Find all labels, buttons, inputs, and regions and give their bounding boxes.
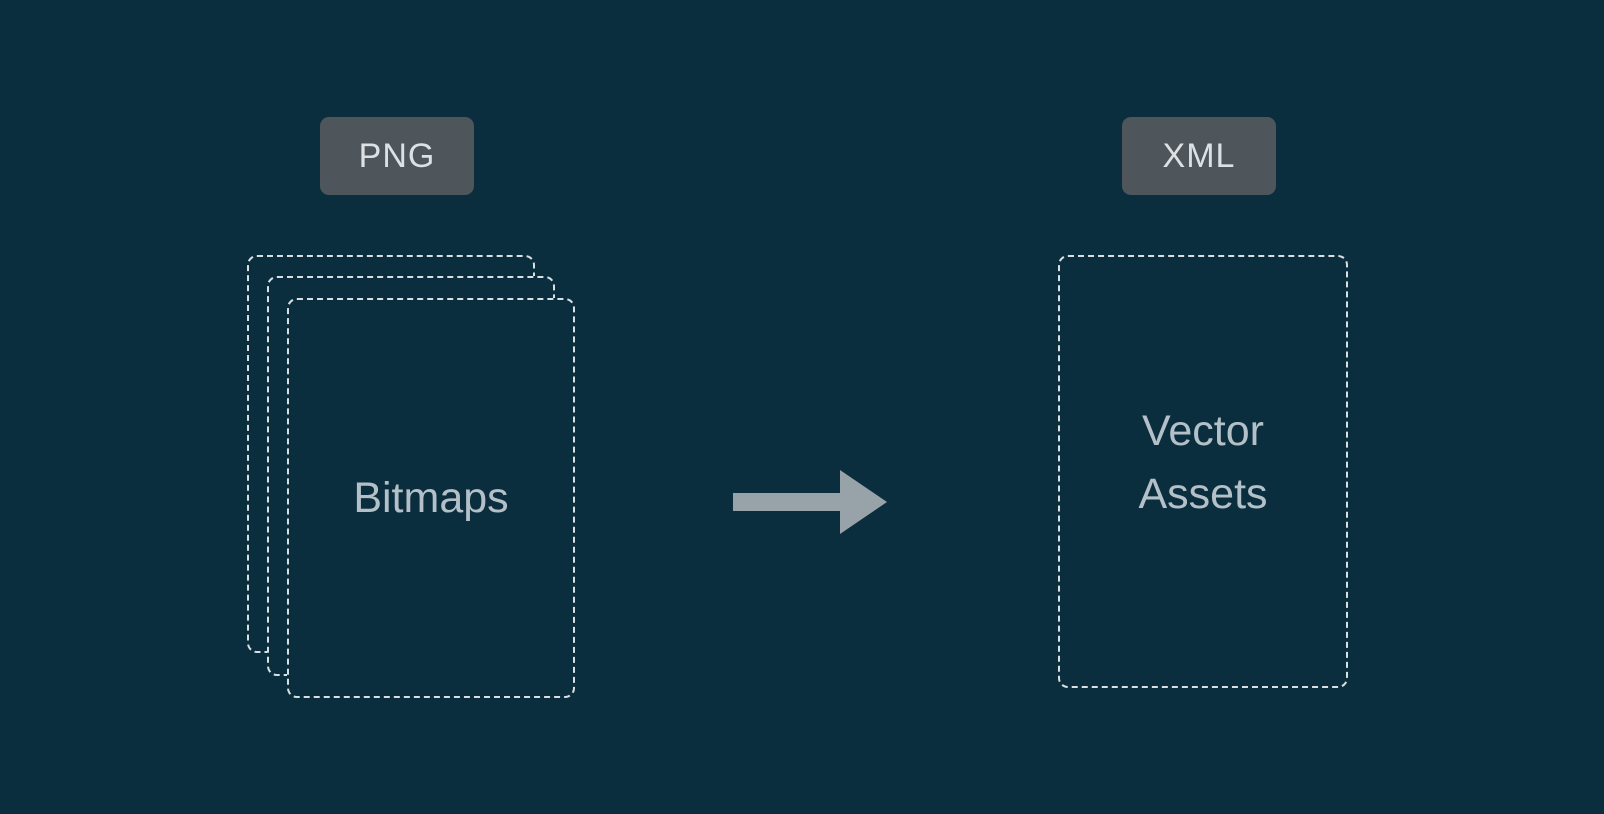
vector-assets-label-line2: Assets [1138, 469, 1268, 518]
vector-assets-label: Vector Assets [1138, 400, 1267, 525]
bitmap-sheet-front: Bitmaps [287, 298, 575, 698]
right-arrow-icon [733, 470, 887, 534]
vector-assets-box: Vector Assets [1058, 255, 1348, 688]
png-format-badge: PNG [320, 117, 474, 195]
vector-assets-label-line1: Vector [1142, 407, 1264, 456]
bitmaps-label: Bitmaps [353, 473, 509, 522]
xml-format-badge: XML [1122, 117, 1276, 195]
